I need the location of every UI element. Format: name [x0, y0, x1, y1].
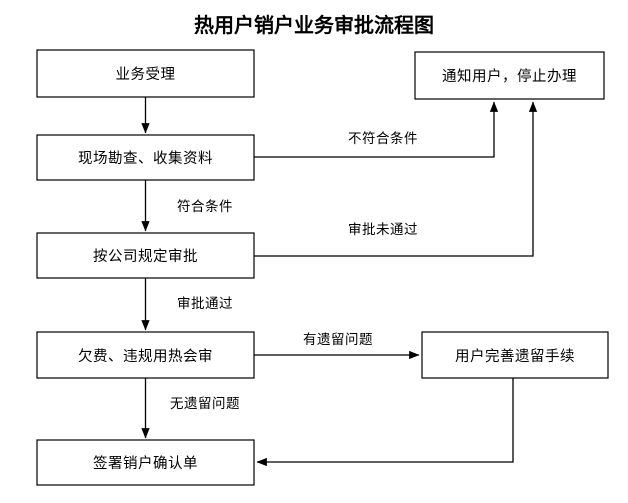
node-accept[interactable]: 业务受理	[36, 49, 255, 98]
edge-label-not-approved: 审批未通过	[348, 222, 418, 237]
node-sign-label: 签署销户确认单	[93, 455, 198, 472]
node-approve[interactable]: 按公司规定审批	[36, 232, 255, 279]
node-accept-box[interactable]	[36, 49, 255, 98]
node-joint-review[interactable]: 欠费、违规用热会审	[36, 331, 255, 379]
connector-survey-to-notify	[254, 101, 499, 158]
node-sign-box[interactable]	[36, 439, 255, 486]
edge-label-has-issue: 有遗留问题	[303, 332, 373, 347]
edge-label-qualified: 符合条件	[177, 198, 233, 214]
node-survey-box[interactable]	[36, 134, 255, 181]
edge-label-no-issue: 无遗留问题	[170, 396, 240, 411]
node-joint-review-label: 欠费、违规用热会审	[78, 348, 213, 365]
node-user-fix-box[interactable]	[421, 331, 609, 379]
page-title: 热用户销户业务审批流程图	[194, 13, 434, 37]
node-joint-review-box[interactable]	[36, 331, 255, 379]
node-sign[interactable]: 签署销户确认单	[36, 439, 255, 486]
connector-user-fix-to-sign	[256, 378, 514, 467]
node-notify[interactable]: 通知用户，停止办理	[414, 51, 605, 100]
node-notify-label: 通知用户，停止办理	[442, 68, 577, 85]
node-survey[interactable]: 现场勘查、收集资料	[36, 134, 255, 181]
edge-label-approved: 审批通过	[177, 296, 233, 311]
node-user-fix[interactable]: 用户完善遗留手续	[421, 331, 609, 379]
node-approve-label: 按公司规定审批	[93, 248, 198, 265]
node-survey-label: 现场勘查、收集资料	[78, 150, 213, 167]
node-accept-label: 业务受理	[116, 66, 176, 83]
edge-label-not-qualified: 不符合条件	[348, 130, 418, 146]
connector-approve-to-notify	[254, 101, 538, 257]
node-user-fix-label: 用户完善遗留手续	[455, 348, 575, 365]
node-notify-box[interactable]	[414, 51, 605, 100]
node-approve-box[interactable]	[36, 232, 255, 279]
